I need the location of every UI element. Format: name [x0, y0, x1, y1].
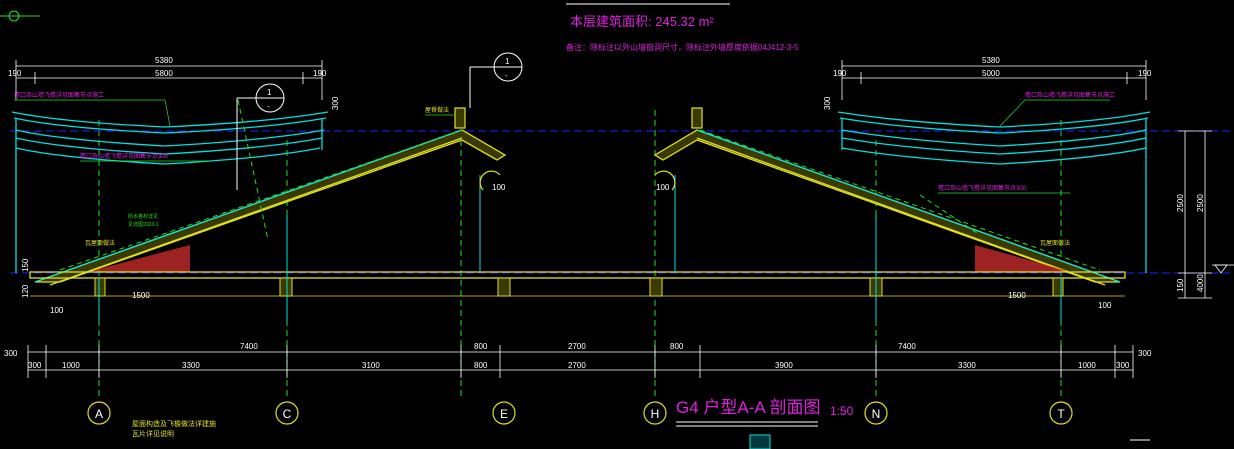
dim-row2-5: 2700 [568, 361, 586, 370]
callout-ridge: 屋脊做法 [425, 106, 449, 114]
area-label: 本层建筑面积 [570, 14, 649, 29]
left-bottom-note: 屋面构造及飞檐做法详建施 瓦片详见说明 [132, 420, 216, 440]
callout-eave-left-2: 檐口及山墙飞檐详见图集节点300 [80, 152, 169, 160]
axis-label-e: E [500, 407, 508, 421]
dim-row1-1: 7400 [240, 342, 258, 351]
dim-inner-left: 1500 [132, 291, 150, 300]
dim-vert-right-3: 150 [1176, 278, 1185, 292]
dim-top-right-mid: 5000 [982, 69, 1000, 78]
columns [94, 277, 1064, 297]
slope-guides [59, 99, 1101, 271]
dim-vert-right-0: 2500 [1176, 194, 1185, 212]
dim-row2-0: 300 [28, 361, 42, 370]
dim-row1-5: 7400 [898, 342, 916, 351]
dim-row2-3: 3100 [362, 361, 380, 370]
dim-gable-left: 100 [492, 183, 506, 192]
right-sloped-roof [653, 129, 1121, 286]
section-marker-1 [469, 52, 523, 108]
section-marker-2-top: 1 [267, 88, 272, 97]
dim-row1-0: 300 [4, 349, 18, 358]
ridge-right [654, 107, 703, 191]
axis-bubbles [87, 401, 1073, 425]
axis-grid-lines [98, 110, 1062, 400]
partial-detail-bottom [749, 434, 1150, 449]
interior-posts [98, 175, 1062, 322]
axis-label-n: N [872, 407, 881, 421]
dim-top-left-end-2: 190 [313, 69, 327, 78]
drawing-scale: 1:50 [830, 404, 854, 418]
left-bottom-note-2: 瓦片详见说明 [132, 431, 174, 438]
dim-row2-1: 1000 [62, 361, 80, 370]
dim-row2-8: 1000 [1078, 361, 1096, 370]
dim-vert-right-1: 2500 [1196, 194, 1205, 212]
right-eave-roof [837, 111, 1151, 273]
callout-small-right: 瓦屋面做法 [1040, 239, 1070, 247]
area-value: 245.32 m² [655, 14, 714, 29]
dim-row1-6: 300 [1138, 349, 1152, 358]
section-marker-2 [236, 83, 285, 190]
dim-row2-6: 3900 [775, 361, 793, 370]
callout-small-left: 瓦屋面做法 [85, 239, 115, 247]
section-marker-1-top: 1 [505, 57, 510, 66]
dim-top-left-end-1: 190 [8, 69, 22, 78]
dim-top-right-end-2: 190 [1138, 69, 1152, 78]
dim-row2-2: 3300 [182, 361, 200, 370]
dim-gable-right: 100 [656, 183, 670, 192]
axis-label-t: T [1057, 407, 1065, 421]
dim-row1-2: 800 [474, 342, 488, 351]
axis-label-c: C [283, 407, 292, 421]
dim-vert-left-1: 120 [21, 284, 30, 298]
area-note: 本层建筑面积: 245.32 m² [570, 14, 714, 29]
dim-vert-right-eave: 300 [823, 96, 832, 110]
callout-eave-right: 檐口及山墙飞檐详见图集节点施工 [1025, 91, 1115, 99]
axis-label-h: H [651, 407, 660, 421]
right-vertical-dimensions [1178, 130, 1212, 299]
dim-vert-left-2: 300 [331, 96, 340, 110]
dim-vert-right-2: 4000 [1196, 274, 1205, 292]
callout-eave-left: 檐口及山墙飞檐详见图集节点施工 [14, 91, 104, 99]
bottom-dimensions [27, 345, 1134, 378]
remark-note: 备注：除标注以外山墙窗洞尺寸，除标注外墙厚度依据04J412-3-5 [566, 43, 799, 52]
title-underline [566, 3, 818, 427]
dim-top-left-mid: 5800 [155, 69, 173, 78]
elevation-mark [1212, 264, 1234, 274]
dim-row2-7: 3300 [958, 361, 976, 370]
leader-lines [14, 99, 1110, 194]
callout-eave-right-2: 檐口及山墙飞檐详见图集节点300 [938, 184, 1027, 192]
axis-label-a: A [95, 407, 103, 421]
dim-small-right: 100 [1098, 301, 1112, 310]
dim-top-right-total: 5380 [982, 56, 1000, 65]
ridge-left [454, 107, 501, 191]
dim-row1-4: 800 [670, 342, 684, 351]
top-dimensions [15, 60, 1147, 100]
dim-top-right-end-1: 190 [833, 69, 847, 78]
callout-tiny-left-2: 见详图2023-1 [128, 221, 159, 228]
section-marker-2-bottom: - [267, 102, 270, 111]
dim-row1-3: 2700 [568, 342, 586, 351]
eave-hatch [95, 245, 1065, 272]
left-bottom-note-1: 屋面构造及飞檐做法详建施 [132, 421, 216, 428]
dim-row2-4: 800 [474, 361, 488, 370]
dim-small-left: 100 [50, 306, 64, 315]
callout-tiny-left: 防水卷材详见 [128, 213, 158, 220]
section-marker-1-bottom: - [505, 71, 508, 80]
dim-row2-9: 300 [1116, 361, 1130, 370]
left-eave-roof [11, 111, 329, 273]
corner-mark [0, 10, 40, 22]
floor-slab [29, 271, 1126, 297]
dim-top-left-total: 5380 [155, 56, 173, 65]
dim-inner-right: 1500 [1008, 291, 1026, 300]
drawing-title: G4 户型A-A 剖面图 [676, 398, 821, 417]
dim-vert-left-0: 150 [21, 258, 30, 272]
